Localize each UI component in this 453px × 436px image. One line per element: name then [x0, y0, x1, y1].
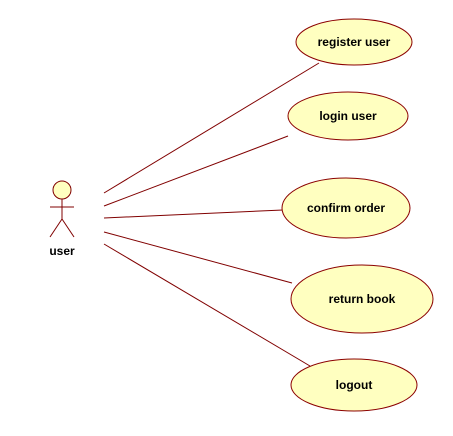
use-case-ellipse [287, 91, 409, 141]
use-case-login-user[interactable]: login user [287, 91, 409, 141]
use-case-confirm-order[interactable]: confirm order [281, 177, 411, 239]
use-case-label: logout [336, 378, 373, 392]
use-case-ellipse [281, 177, 411, 239]
use-case-label: register user [318, 35, 391, 49]
use-case-logout[interactable]: logout [290, 358, 418, 412]
use-case-ellipse [295, 18, 413, 66]
association-login-user [103, 135, 289, 207]
association-return-book [103, 231, 293, 284]
association-confirm-order [103, 209, 284, 219]
associations [103, 62, 320, 367]
actor-head [52, 180, 72, 200]
association-logout [103, 243, 311, 367]
actor-label: user [49, 244, 75, 258]
use-case-ellipse [290, 264, 434, 334]
use-case-ellipse [290, 358, 418, 412]
association-register-user [103, 62, 320, 194]
actor-left-leg [49, 218, 63, 238]
use-case-register-user[interactable]: register user [295, 18, 413, 66]
actor-user[interactable]: user [49, 180, 75, 258]
use-case-label: return book [329, 292, 396, 306]
actor-right-leg [61, 218, 75, 238]
use-case-label: login user [319, 109, 377, 123]
use-case-label: confirm order [307, 201, 385, 215]
use-case-return-book[interactable]: return book [290, 264, 434, 334]
